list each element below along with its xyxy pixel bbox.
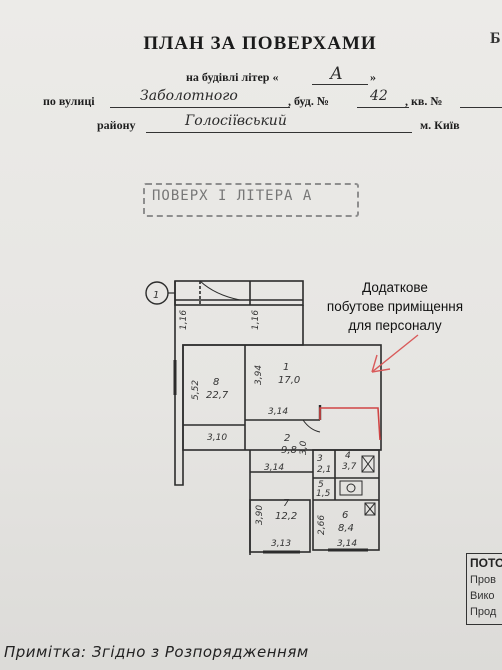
room-5-area: 1,5: [316, 489, 331, 499]
room-1-dim-a: 3,94: [254, 365, 264, 385]
room-6-number: 6: [342, 510, 348, 521]
approval-stamp-line-1: Пров: [470, 574, 496, 586]
district-value: Голосіївський: [185, 113, 287, 129]
room-6-dim-a: 2,66: [317, 515, 327, 535]
room-1-area: 17,0: [278, 375, 300, 386]
room-3-number: 3: [317, 454, 323, 464]
building-letter-label: на будівлі літер «: [186, 70, 279, 84]
approval-stamp-line-2: Вико: [470, 590, 495, 602]
floor-stamp: [143, 183, 359, 217]
building-letter-value: А: [330, 64, 343, 84]
street-underline: [110, 107, 290, 108]
room-7-area: 12,2: [275, 511, 297, 522]
annotation-text: Додаткове побутове приміщення для персон…: [310, 278, 480, 335]
room-1-dim-b: 3,14: [268, 407, 288, 417]
floor-stamp-text: ПОВЕРХ I ЛІТЕРА А: [152, 188, 313, 204]
approval-stamp-title: ПОТО: [470, 556, 502, 570]
room-2-area: 9,8: [281, 445, 297, 456]
street-value: Заболотного: [140, 88, 238, 104]
wall-dim-2: 1,16: [251, 310, 261, 330]
room-8-area: 22,7: [206, 390, 229, 401]
room-2-dim-a: 3,14: [264, 463, 284, 473]
room-2-number: 2: [284, 433, 290, 444]
room-6-area: 8,4: [338, 523, 354, 534]
plan-fixtures: [199, 280, 376, 516]
room-8-dim-a: 5,52: [191, 380, 201, 400]
city-label: м. Київ: [420, 118, 460, 132]
apartment-label: , кв. №: [405, 94, 443, 108]
axis-marker-label: 1: [153, 290, 159, 301]
room-5-number: 5: [318, 480, 324, 490]
district-label: району: [97, 118, 136, 132]
room-8-number: 8: [213, 377, 219, 388]
annotation-arrow: [371, 334, 419, 373]
room-7-dim-a: 3,90: [255, 505, 265, 525]
building-letter-close: »: [370, 70, 376, 84]
room-7-number: 7: [283, 498, 290, 509]
annotation-line-3: для персоналу: [348, 318, 442, 333]
room-2-dim-b: 3,0: [299, 440, 309, 455]
room-7-dim-b: 3,13: [271, 539, 291, 549]
room-3-area: 2,1: [317, 465, 331, 475]
room-4-number: 4: [345, 451, 351, 461]
approval-stamp-line-3: Прод: [470, 606, 497, 618]
apartment-underline: [460, 107, 502, 108]
annotation-line-2: побутове приміщення: [326, 299, 464, 314]
house-value: 42: [370, 88, 388, 104]
street-label: по вулиці: [43, 94, 95, 108]
bottom-note: Примітка: Згідно з Розпорядженням: [4, 643, 309, 661]
upper-rooms-outline: [182, 344, 382, 451]
house-label: , буд. №: [288, 94, 329, 108]
wall-dim-1: 1,16: [179, 310, 189, 330]
building-letter-underline: [312, 84, 368, 85]
marked-area-outline: [319, 407, 381, 441]
corner-letter: Б: [490, 30, 501, 47]
room-6-dim-b: 3,14: [337, 539, 357, 549]
balcony-outline: [174, 280, 304, 306]
room-4-area: 3,7: [342, 462, 357, 472]
page-title: ПЛАН ЗА ПОВЕРХАМИ: [143, 33, 377, 54]
room-8-dim-b: 3,10: [207, 433, 227, 443]
district-underline: [146, 132, 412, 133]
approval-stamp-box: [466, 553, 502, 625]
annotation-line-1: Додаткове: [362, 280, 428, 295]
house-underline: [357, 107, 409, 108]
room-1-number: 1: [283, 362, 289, 373]
